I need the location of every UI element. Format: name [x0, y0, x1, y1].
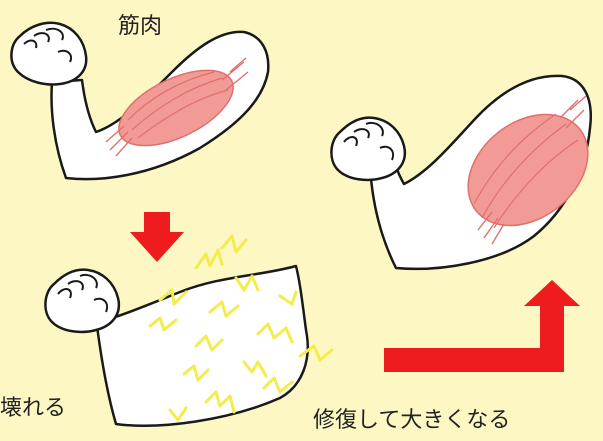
fist-broken — [45, 270, 118, 332]
arm-grown — [331, 76, 603, 269]
label-broken: 壊れる — [0, 398, 66, 420]
arm-broken-body — [96, 266, 308, 426]
arm-broken — [45, 236, 332, 426]
label-muscle: 筋肉 — [118, 16, 162, 38]
label-repair: 修復して大きくなる — [313, 410, 510, 432]
arrow-right-up — [384, 280, 580, 372]
arrow-down — [130, 212, 184, 262]
arm-normal — [11, 23, 268, 179]
fist-normal — [11, 23, 86, 85]
fist-grown — [331, 118, 404, 180]
